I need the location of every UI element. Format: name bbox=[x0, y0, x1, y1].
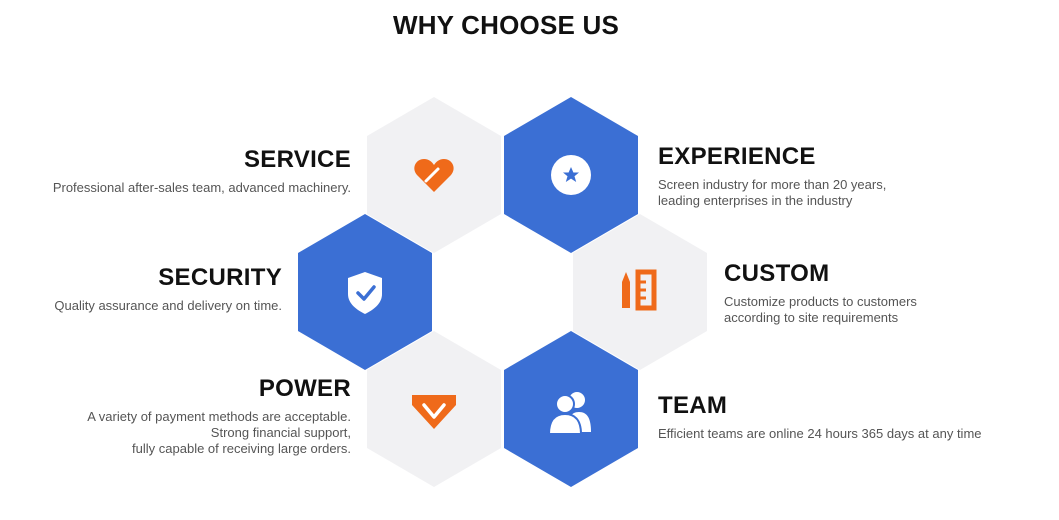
feature-custom: CUSTOM Customize products to customers a… bbox=[724, 262, 917, 326]
feature-power: POWER A variety of payment methods are a… bbox=[87, 377, 351, 457]
feature-description: Efficient teams are online 24 hours 365 … bbox=[658, 426, 982, 441]
feature-security: SECURITY Quality assurance and delivery … bbox=[54, 266, 282, 314]
feature-heading: POWER bbox=[258, 375, 351, 402]
star-badge-icon bbox=[551, 155, 591, 195]
feature-experience: EXPERIENCE Screen industry for more than… bbox=[658, 145, 886, 209]
feature-description: Customize products to customers accordin… bbox=[724, 294, 917, 325]
diamond-icon bbox=[412, 395, 456, 429]
feature-description: Professional after-sales team, advanced … bbox=[52, 180, 351, 195]
feature-heading: SECURITY bbox=[158, 264, 282, 291]
feature-heading: TEAM bbox=[658, 392, 728, 419]
feature-service: SERVICE Professional after-sales team, a… bbox=[53, 148, 351, 196]
shield-check-icon bbox=[348, 272, 382, 314]
team-icon bbox=[547, 392, 591, 435]
feature-heading: CUSTOM bbox=[724, 260, 830, 287]
feature-team: TEAM Efficient teams are online 24 hours… bbox=[658, 394, 982, 442]
pencil-ruler-icon bbox=[622, 269, 657, 311]
feature-heading: EXPERIENCE bbox=[658, 143, 816, 170]
feature-description: Quality assurance and delivery on time. bbox=[54, 298, 282, 313]
feature-description: Screen industry for more than 20 years, … bbox=[658, 177, 887, 208]
heart-icon bbox=[414, 159, 454, 192]
feature-heading: SERVICE bbox=[243, 146, 351, 173]
page-title: WHY CHOOSE US bbox=[392, 10, 620, 40]
feature-description: A variety of payment methods are accepta… bbox=[87, 409, 351, 456]
